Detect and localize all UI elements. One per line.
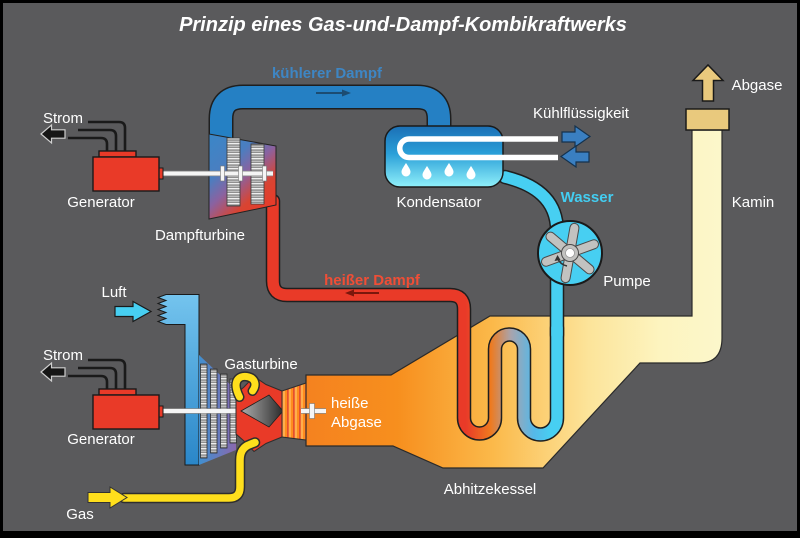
label-kondensator: Kondensator [396, 194, 481, 211]
exhaust-up-arrow-icon [691, 63, 725, 102]
label-kuehlfluessigkeit: Kühlflüssigkeit [533, 105, 630, 122]
label-gas: Gas [66, 506, 94, 523]
label-kuehlerer-dampf: kühlerer Dampf [272, 65, 383, 82]
power-plant-diagram: Prinzip eines Gas-und-Dampf-Kombikraftwe… [3, 3, 797, 538]
condensate-droplets [401, 163, 476, 180]
flow-left-arrowhead-icon [345, 289, 354, 297]
gas-injector-hook [232, 372, 259, 401]
cooling-tube [397, 136, 558, 161]
electricity-arrow-icon [40, 123, 66, 145]
gas-pipe [120, 438, 259, 502]
generator-bottom-tab [98, 388, 137, 396]
generator-top-tab [98, 150, 137, 158]
generator-bottom-body [92, 394, 160, 430]
label-generator-top: Generator [67, 194, 135, 211]
background [3, 3, 797, 538]
coolant-in-arrow-icon [559, 144, 590, 169]
power-wires [68, 120, 127, 151]
air-arrow-icon [114, 300, 153, 323]
bottom-border-bar [3, 531, 797, 538]
air-intake-duct [156, 294, 200, 466]
label-abgase: Abgase [732, 77, 783, 94]
generator-top-unit [40, 120, 164, 192]
label-pumpe: Pumpe [603, 273, 651, 290]
label-gasturbine: Gasturbine [224, 356, 297, 373]
steam-water-line [267, 195, 563, 441]
generator-top-body [92, 156, 160, 192]
page-title: Prinzip eines Gas-und-Dampf-Kombikraftwe… [179, 14, 627, 36]
pump-impeller [541, 222, 599, 284]
coolant-out-arrow-icon [561, 124, 592, 149]
heat-recovery-boiler-body [305, 129, 723, 469]
label-luft: Luft [101, 284, 127, 301]
label-heisse-abgase-line2: Abgase [331, 414, 382, 431]
pump [537, 220, 603, 286]
turbine-hot-section [281, 382, 307, 441]
label-dampfturbine: Dampfturbine [155, 227, 245, 244]
shaft-couplings [220, 165, 267, 182]
label-strom-bottom: Strom [43, 347, 83, 364]
shaft-coupling [309, 403, 315, 419]
gas-arrow-icon [87, 486, 128, 509]
flow-right-arrowhead-icon [342, 89, 351, 97]
electricity-arrow-icon [40, 361, 66, 383]
label-kamin: Kamin [732, 194, 775, 211]
chimney-cap [685, 108, 730, 131]
label-strom-top: Strom [43, 110, 83, 127]
label-wasser: Wasser [561, 189, 614, 206]
label-generator-bottom: Generator [67, 431, 135, 448]
label-heisser-dampf: heißer Dampf [324, 272, 421, 289]
label-abhitzekessel: Abhitzekessel [444, 481, 537, 498]
label-heisse-abgase-line1: heiße [331, 395, 369, 412]
cool-steam-pipe [210, 86, 450, 141]
generator-bottom-unit [40, 358, 164, 430]
power-wires [68, 358, 127, 389]
rotation-arrowhead-icon [554, 255, 561, 261]
